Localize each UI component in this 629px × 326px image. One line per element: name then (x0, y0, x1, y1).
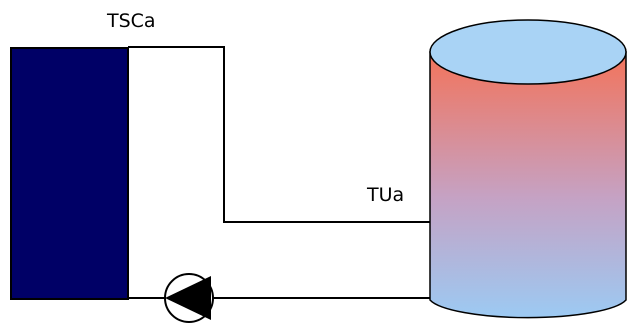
tank-body (429, 51, 627, 319)
tank-temp-label: TUa (367, 184, 405, 206)
solar-collector (10, 47, 129, 300)
pipe-network (128, 46, 430, 299)
tank-top (429, 19, 627, 85)
storage-tank (429, 19, 627, 319)
collector-temp-label: TSCa (107, 10, 156, 32)
pump-arrow-icon (165, 276, 211, 320)
pump-icon (164, 273, 214, 323)
supply-pipe (128, 46, 430, 223)
